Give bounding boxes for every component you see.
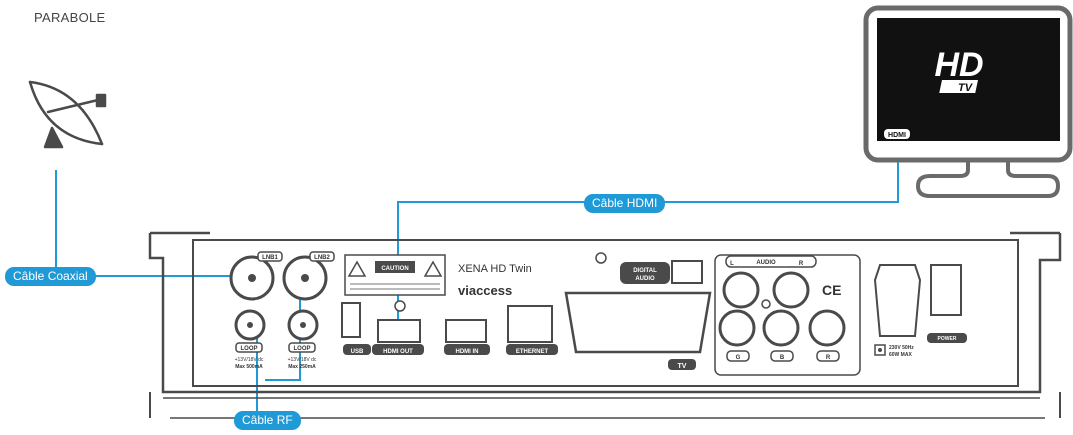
coaxial-cable-label: Câble Coaxial	[5, 267, 96, 286]
receiver-model-label: XENA HD Twin	[458, 263, 532, 275]
digital-label: DIGITAL	[633, 268, 657, 274]
hdmi-out-label: HDMI OUT	[383, 349, 413, 355]
digital-audio-label: AUDIO	[635, 276, 655, 282]
hdmi-cable-label: Câble HDMI	[584, 194, 666, 213]
tv-icon: HD TV HDMI	[863, 5, 1073, 198]
hdmi-out-port	[377, 319, 421, 343]
usb-label: USB	[351, 349, 364, 355]
ce-mark: CE	[822, 282, 841, 298]
rf-cable-label: Câble RF	[234, 411, 301, 430]
loop2-label: LOOP	[293, 346, 310, 352]
video-b-label: B	[780, 355, 785, 361]
power-spec-1: 230V 50Hz	[889, 345, 914, 351]
loop2-max: Max 250mA	[288, 364, 316, 370]
audio-r-jack	[772, 271, 810, 309]
tv-logo-hd: HD	[934, 46, 983, 84]
loop1-max: Max 500mA	[235, 364, 263, 370]
digital-audio-port	[671, 260, 703, 284]
diagram-title: PARABOLE	[34, 10, 106, 25]
hdmi-in-port	[445, 319, 487, 343]
video-b-jack	[762, 309, 800, 347]
video-r-label: R	[826, 355, 831, 361]
scart-tv-port	[564, 291, 712, 354]
audio-l-jack	[722, 271, 760, 309]
loop1-spec: +13V/18V dc	[235, 357, 264, 363]
lnb2-label: LNB2	[314, 255, 330, 261]
audio-label: AUDIO	[756, 260, 776, 266]
video-r-jack	[808, 309, 846, 347]
power-label: POWER	[938, 336, 957, 342]
hdmi-in-label: HDMI IN	[456, 349, 479, 355]
power-spec-2: 60W MAX	[889, 352, 912, 358]
satellite-dish-icon	[28, 80, 107, 149]
loop2-spec: +13V/18V dc	[288, 357, 317, 363]
tv-logo-tv: TV	[958, 82, 974, 94]
receiver-labels: LNB1 LNB2 LOOP LOOP +13V/18V dc Max 500m…	[235, 255, 957, 370]
ethernet-port	[507, 305, 553, 343]
audio-r-label: R	[799, 261, 804, 267]
tv-scart-label: TV	[678, 363, 687, 370]
video-g-jack	[718, 309, 756, 347]
audio-l-label: L	[730, 261, 734, 267]
loop1-label: LOOP	[240, 346, 257, 352]
power-switch	[930, 264, 962, 316]
viaccess-logo: viaccess	[458, 283, 512, 298]
lnb1-label: LNB1	[262, 255, 278, 261]
usb-port	[341, 302, 361, 338]
tv-hdmi-port-label: HDMI	[888, 132, 906, 139]
receiver-rear-panel	[148, 231, 1062, 419]
video-g-label: G	[736, 355, 741, 361]
caution-label: CAUTION	[381, 266, 408, 272]
ethernet-label: ETHERNET	[516, 349, 549, 355]
power-socket	[873, 264, 922, 337]
